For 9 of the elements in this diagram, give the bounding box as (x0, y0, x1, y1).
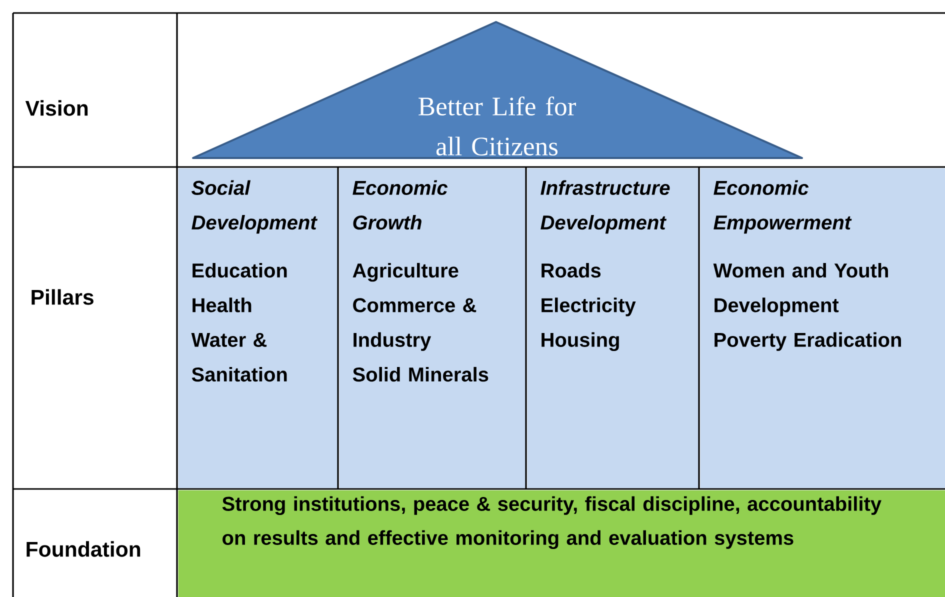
row-label: Vision (25, 100, 88, 116)
foundation-box: Strong institutions, peace & security, fiscal discipline, accountability on results and effective monitoring and evaluation systems (178, 490, 945, 597)
pillar-box: Economic Empowerment Women and Youth Development Poverty Eradication (700, 168, 945, 488)
pillar-box: Economic Growth Agriculture Commerce & Industry Solid Minerals (339, 168, 526, 488)
vision-triangle: Better Life for all Citizens (192, 21, 803, 159)
pillar-box: Social Development Education Health Water & Sanitation (178, 168, 338, 488)
pillar-box: Infrastructure Development Roads Electricity Housing (527, 168, 700, 488)
row-label: Pillars (32, 289, 94, 305)
row-label: Foundation (26, 541, 140, 557)
